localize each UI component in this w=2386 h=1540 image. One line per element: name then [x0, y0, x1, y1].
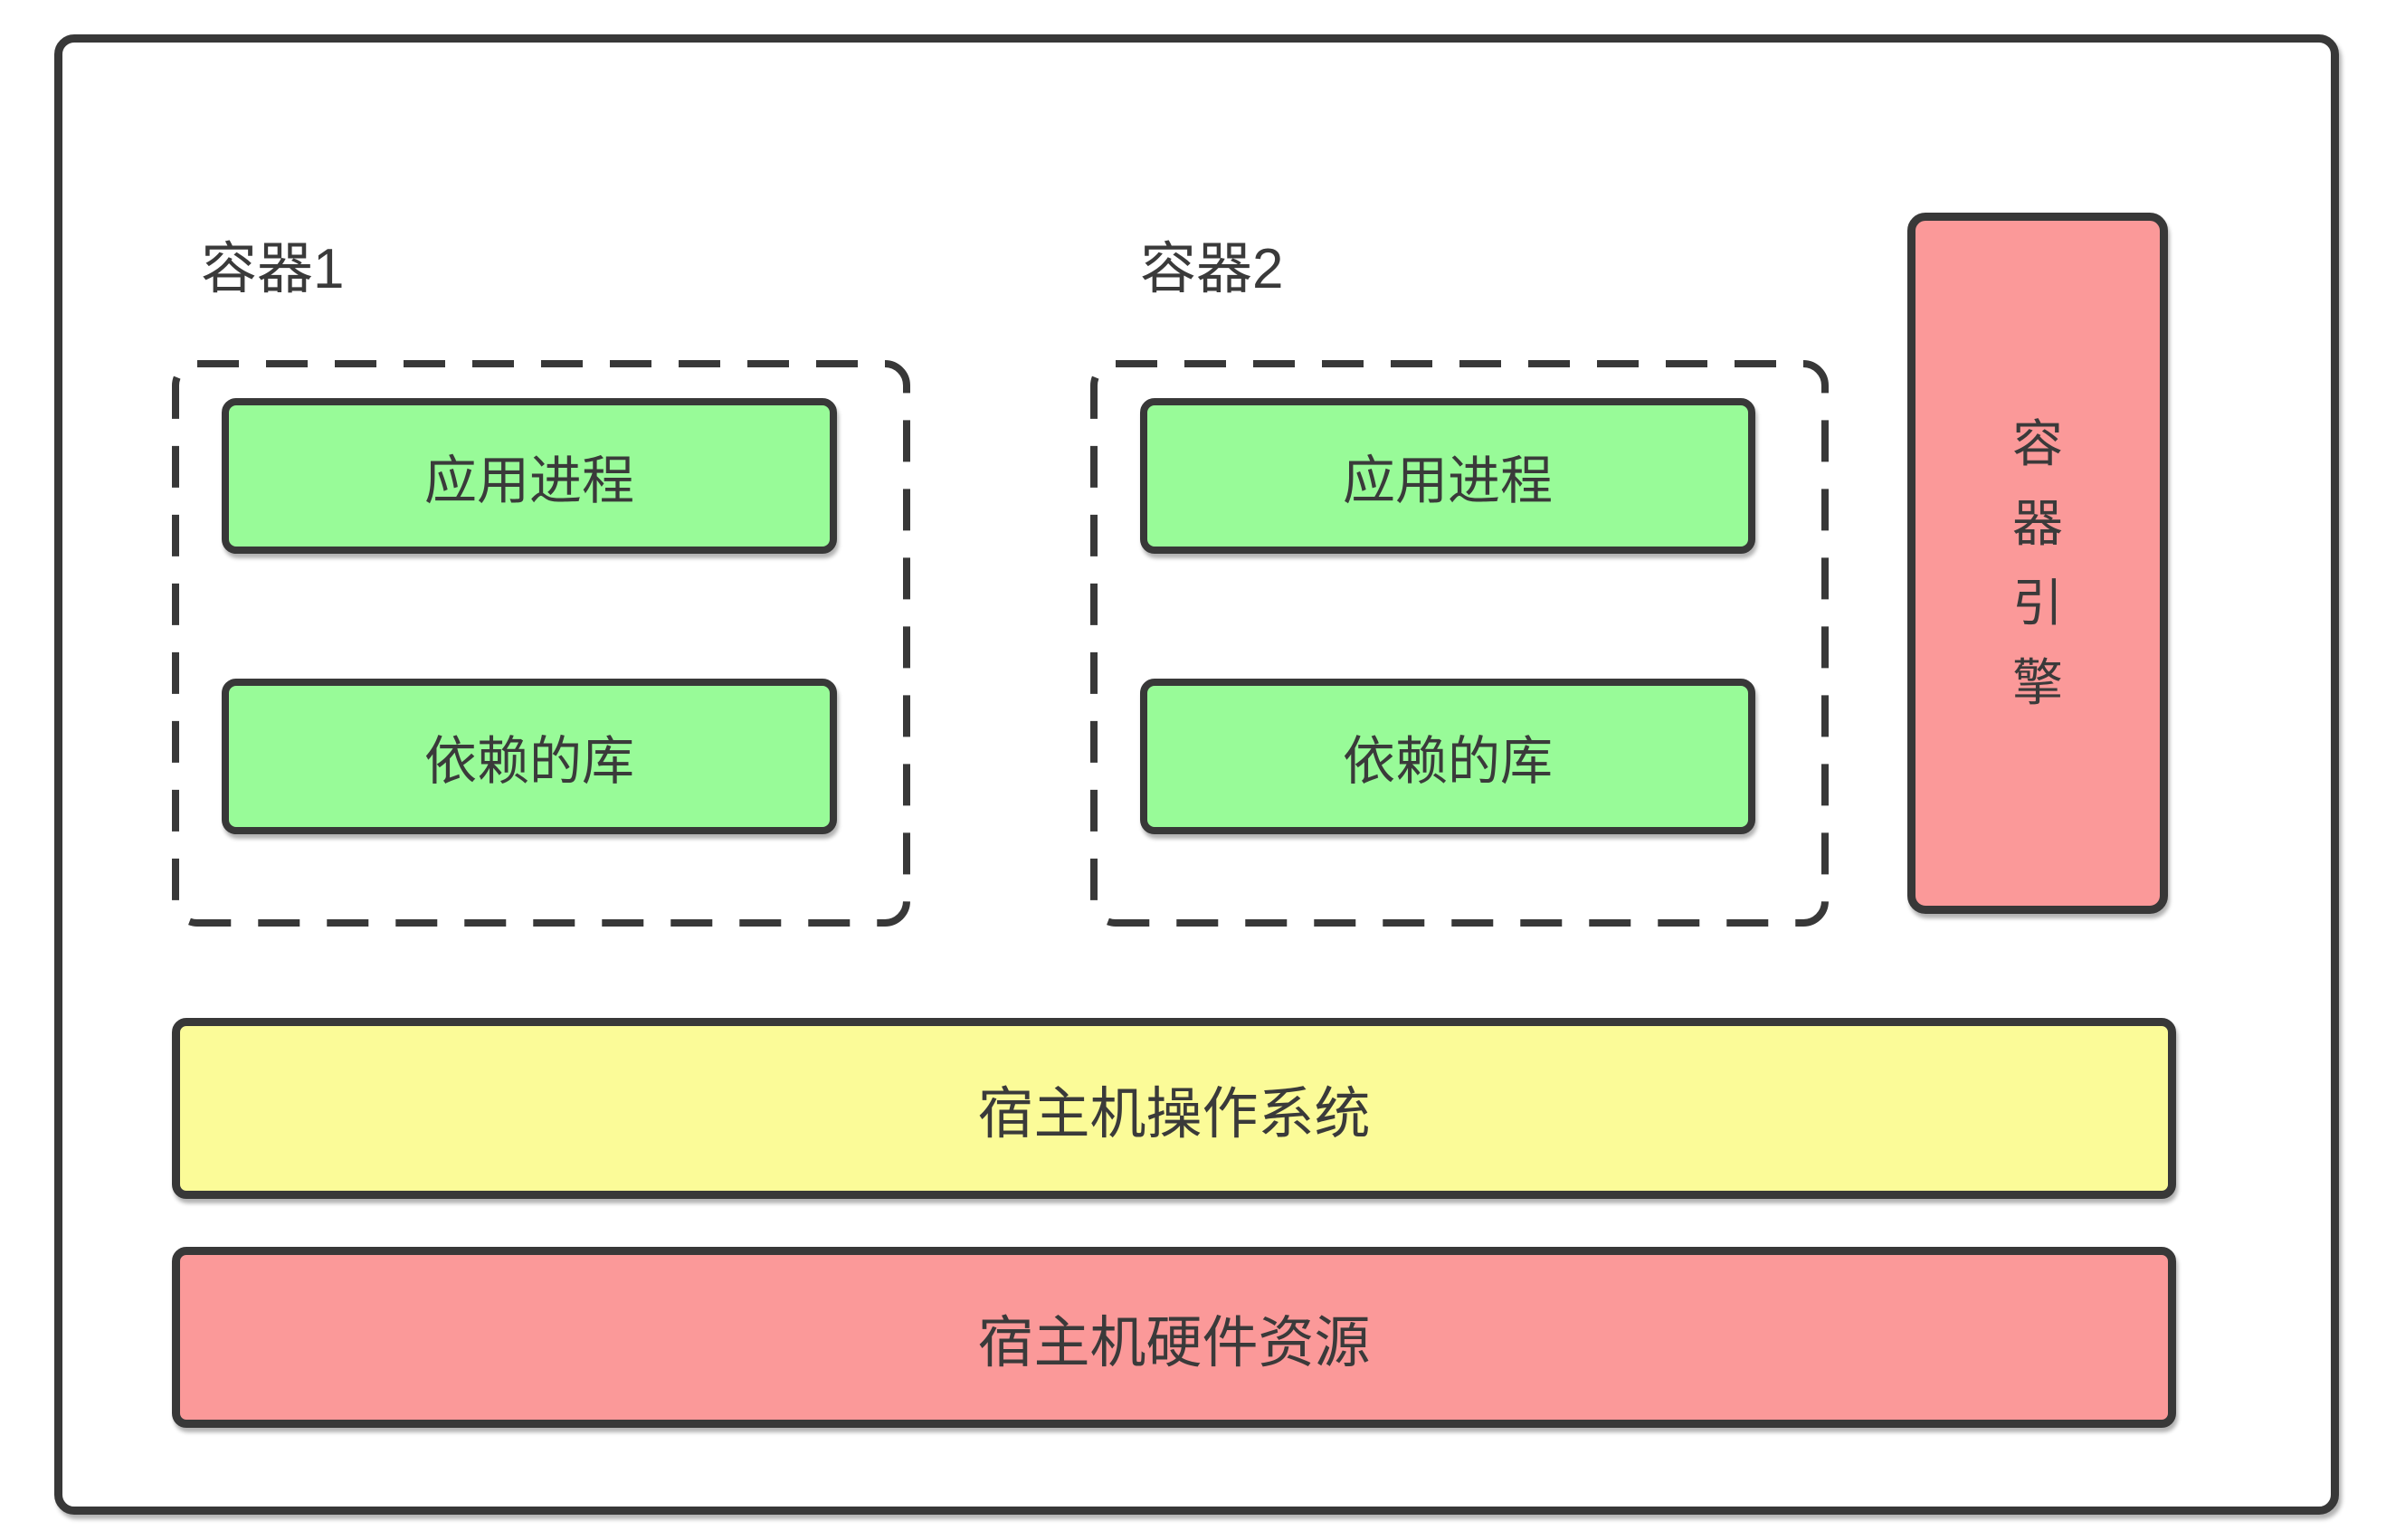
container-engine-box: 容 器 引 擎 — [1907, 213, 2168, 914]
container-1-libs-label: 依赖的库 — [423, 732, 634, 791]
engine-char-3: 引 — [2012, 574, 2063, 632]
container-1-dashed-box: 应用进程 依赖的库 — [172, 360, 910, 927]
container-1-libs-box: 依赖的库 — [222, 679, 837, 834]
host-hardware-label: 宿主机硬件资源 — [977, 1312, 1371, 1374]
host-hardware-bar: 宿主机硬件资源 — [172, 1247, 2176, 1428]
host-os-bar: 宿主机操作系统 — [172, 1018, 2176, 1199]
engine-char-2: 器 — [2012, 494, 2063, 552]
container-2-dashed-box: 应用进程 依赖的库 — [1090, 360, 1829, 927]
container-2-label: 容器2 — [1140, 238, 1284, 300]
container-2-libs-label: 依赖的库 — [1342, 732, 1553, 791]
container-1-app-process-box: 应用进程 — [222, 398, 837, 554]
container-1-dashed-border — [172, 360, 910, 927]
engine-char-4: 擎 — [2012, 653, 2063, 711]
container-engine-label: 容 器 引 擎 — [2012, 404, 2063, 723]
container-1-app-process-label: 应用进程 — [423, 452, 634, 510]
container-2-app-process-label: 应用进程 — [1342, 452, 1553, 510]
host-os-label: 宿主机操作系统 — [977, 1083, 1371, 1145]
container-2-libs-box: 依赖的库 — [1140, 679, 1755, 834]
container-2-app-process-box: 应用进程 — [1140, 398, 1755, 554]
engine-char-1: 容 — [2012, 414, 2063, 472]
container-2-dashed-border — [1090, 360, 1829, 927]
container-1-label: 容器1 — [201, 238, 345, 300]
